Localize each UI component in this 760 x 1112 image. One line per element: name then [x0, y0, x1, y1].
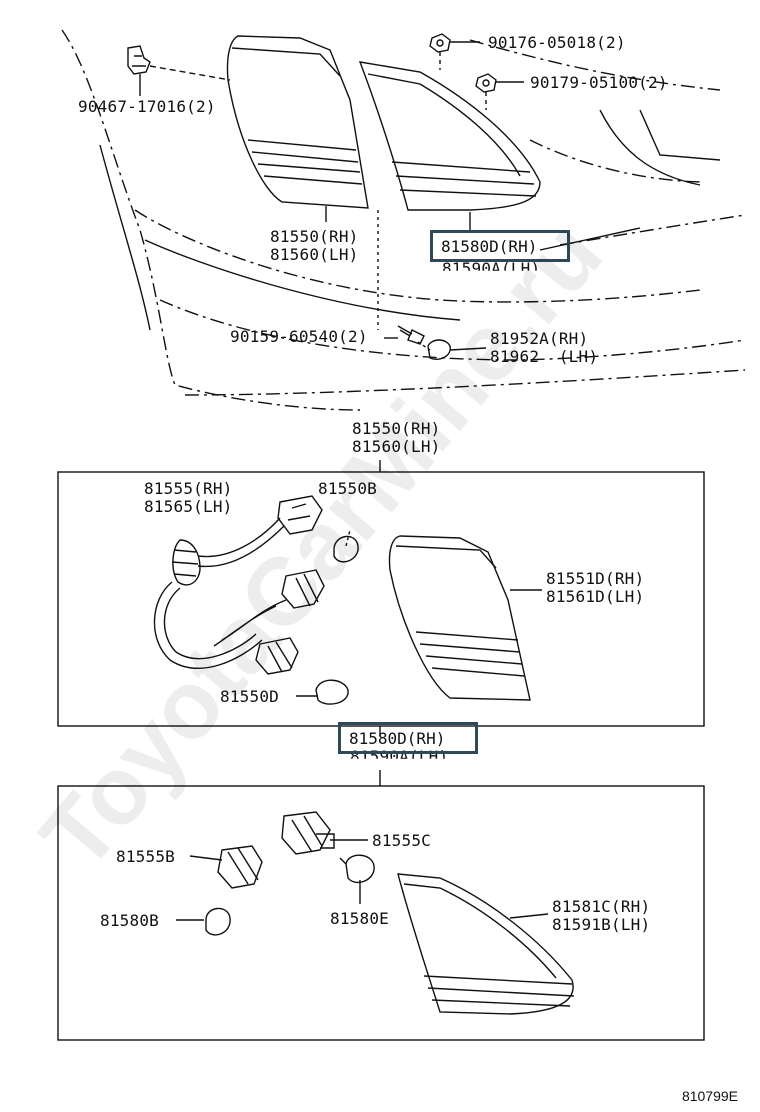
bulb-81580b — [176, 907, 231, 936]
label-lens-81581c-rh: 81581C(RH) — [552, 897, 651, 916]
label-socket-81555-rh: 81555(RH) — [144, 479, 233, 498]
label-lamp-81560-lh: 81560(LH) — [270, 245, 359, 264]
clip-part — [127, 45, 231, 96]
label-nut-90179: 90179-05100(2) — [530, 73, 668, 92]
label-socket-81555b: 81555B — [116, 847, 175, 866]
lamp-assembly-box — [57, 471, 705, 727]
label-clip-90467: 90467-17016(2) — [78, 97, 216, 116]
socket-wire-assembly — [153, 495, 325, 675]
label-lens-81591b-lh: 81591B(LH) — [552, 915, 651, 934]
label-plug-81952a-rh: 81952A(RH) — [490, 329, 589, 348]
label-screw-90159: 90159-60540(2) — [230, 327, 368, 346]
label-bulb-81550b: 81550B — [318, 479, 377, 498]
label-outer-81580d-rh: 81580D(RH) — [441, 237, 538, 256]
bulb-81580e — [339, 854, 375, 904]
highlight-box-top: 81580D(RH) — [430, 230, 570, 262]
label-lamp-81550-rh: 81550(RH) — [270, 227, 359, 246]
diagram-code: 810799E — [681, 1088, 738, 1104]
label-bot-title-rh: 81580D(RH) — [349, 729, 446, 748]
label-plug-81962-lh: 81962 (LH) — [490, 347, 599, 366]
label-lens-81551d-rh: 81551D(RH) — [546, 569, 645, 588]
label-bulb-81580e: 81580E — [330, 909, 389, 928]
outer-lamp-part — [358, 61, 541, 230]
label-socket-81555c: 81555C — [372, 831, 431, 850]
label-nut-90176: 90176-05018(2) — [488, 33, 626, 52]
nut-parts — [429, 33, 524, 110]
socket-81555c — [281, 811, 368, 855]
bulb-81550d — [296, 679, 349, 705]
screw-and-plug — [377, 210, 487, 360]
label-mid-title-rh: 81550(RH) — [352, 419, 441, 438]
rear-lamp-part — [226, 35, 369, 222]
lamp-lens-81551d — [388, 535, 542, 701]
label-lens-81561d-lh: 81561D(LH) — [546, 587, 645, 606]
highlight-box-middle: 81580D(RH) — [338, 722, 478, 754]
label-bulb-81550d: 81550D — [220, 687, 279, 706]
label-mid-title-lh: 81560(LH) — [352, 437, 441, 456]
label-bulb-81580b: 81580B — [100, 911, 159, 930]
label-outer-81590a-lh: 81590A(LH) — [442, 259, 541, 278]
outer-lens-81581c — [397, 873, 575, 1015]
label-socket-81565-lh: 81565(LH) — [144, 497, 233, 516]
outer-lamp-assembly-box — [57, 785, 705, 1041]
bulb-81550b — [333, 529, 359, 563]
socket-81555b — [189, 845, 263, 889]
